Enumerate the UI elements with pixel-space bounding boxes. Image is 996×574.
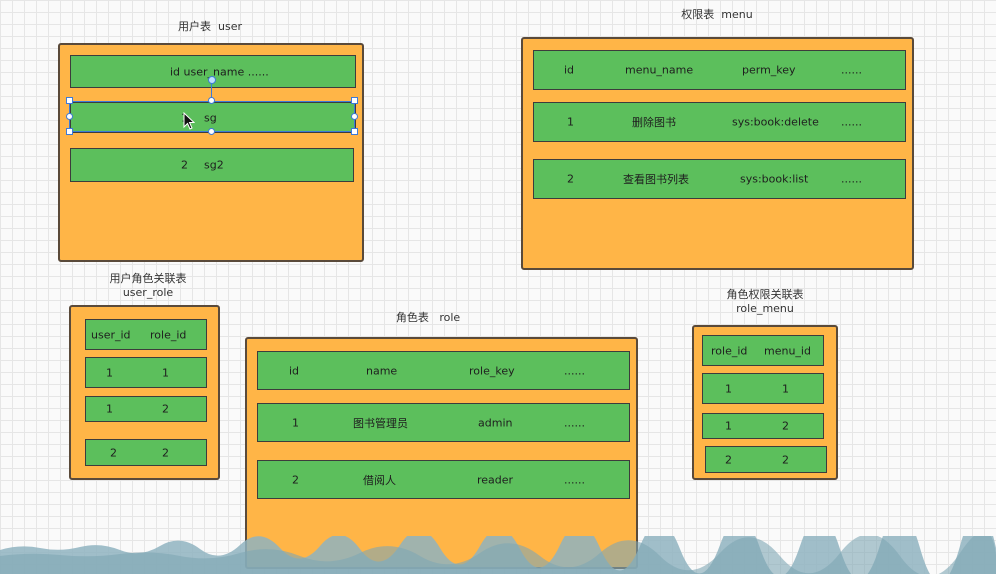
user-role-role-id-cell: 2	[162, 446, 169, 459]
menu-name-cell: 删除图书	[632, 116, 676, 129]
user-table-row-2[interactable]: 2 sg2	[70, 148, 354, 182]
user-role-table-box[interactable]: user_id role_id 1 1 1 2 2 2	[69, 305, 220, 480]
water-decoration	[0, 536, 996, 574]
user-role-user-id-cell: 2	[110, 446, 117, 459]
role-key-cell: admin	[478, 416, 513, 429]
role-id-cell: 1	[292, 416, 299, 429]
menu-table-row-2[interactable]: 2 查看图书列表 sys:book:list ......	[533, 159, 906, 199]
resize-handle-nw[interactable]	[66, 97, 73, 104]
user-role-role-id-cell: 1	[162, 366, 169, 379]
role-menu-col-role-id: role_id	[711, 344, 748, 357]
user-role-col-user-id: user_id	[91, 328, 131, 341]
role-col-name: name	[366, 364, 398, 377]
role-table-title: 角色表 role	[395, 311, 461, 324]
role-menu-row-1[interactable]: 1 1	[702, 373, 824, 404]
role-menu-role-id-cell: 1	[725, 382, 732, 395]
menu-table-box[interactable]: id menu_name perm_key ...... 1 删除图书 sys:…	[521, 37, 914, 270]
user-id-cell: 2	[181, 158, 188, 172]
user-role-header-row[interactable]: user_id role_id	[85, 319, 207, 350]
menu-col-perm: perm_key	[742, 63, 796, 77]
menu-col-more: ......	[841, 63, 862, 77]
role-col-id: id	[289, 364, 300, 377]
role-menu-role-id-cell: 1	[725, 419, 732, 433]
role-menu-col-menu-id: menu_id	[764, 344, 811, 357]
menu-perm-cell: sys:book:delete	[732, 115, 819, 129]
resize-handle-sw[interactable]	[66, 128, 73, 135]
menu-more-cell: ......	[841, 115, 862, 129]
role-menu-row-2[interactable]: 1 2	[702, 413, 824, 439]
menu-perm-cell: sys:book:list	[740, 172, 809, 186]
role-menu-table-title: 角色权限关联表 role_menu	[726, 288, 804, 315]
role-menu-table-box[interactable]: role_id menu_id 1 1 1 2 2 2	[692, 325, 838, 480]
role-table-header-row[interactable]: id name role_key ......	[257, 351, 630, 390]
user-name-cell: sg2	[204, 158, 224, 172]
resize-handle-w[interactable]	[66, 113, 73, 120]
menu-table-title: 权限表 menu	[681, 8, 753, 21]
role-menu-menu-id-cell: 1	[782, 382, 789, 395]
role-menu-header-row[interactable]: role_id menu_id	[702, 335, 824, 366]
role-menu-row-3[interactable]: 2 2	[705, 446, 827, 473]
user-role-row-2[interactable]: 1 2	[85, 396, 207, 422]
role-col-more: ......	[564, 364, 585, 377]
menu-id-cell: 2	[567, 172, 574, 186]
role-menu-menu-id-cell: 2	[782, 419, 789, 433]
user-role-col-role-id: role_id	[150, 328, 187, 341]
role-menu-role-id-cell: 2	[725, 453, 732, 466]
resize-handle-n[interactable]	[208, 97, 215, 104]
role-table-box[interactable]: id name role_key ...... 1 图书管理员 admin ..…	[245, 337, 638, 569]
user-header-text: id user_name ......	[170, 65, 269, 78]
role-more-cell: ......	[564, 416, 585, 429]
menu-name-cell: 查看图书列表	[623, 173, 689, 186]
role-name-cell: 图书管理员	[353, 416, 408, 430]
role-table-row-2[interactable]: 2 借阅人 reader ......	[257, 460, 630, 499]
rotation-connector	[211, 82, 212, 100]
menu-more-cell: ......	[841, 172, 862, 186]
menu-col-id: id	[564, 63, 575, 77]
rotate-handle[interactable]	[208, 76, 216, 84]
user-role-row-3[interactable]: 2 2	[85, 439, 207, 466]
user-role-user-id-cell: 1	[106, 366, 113, 379]
user-table-title: 用户表 user	[178, 20, 242, 33]
role-key-cell: reader	[477, 473, 514, 486]
menu-col-name: menu_name	[625, 63, 694, 77]
user-role-row-1[interactable]: 1 1	[85, 357, 207, 388]
menu-id-cell: 1	[567, 115, 574, 129]
role-table-row-1[interactable]: 1 图书管理员 admin ......	[257, 403, 630, 442]
resize-handle-se[interactable]	[351, 128, 358, 135]
resize-handle-s[interactable]	[208, 128, 215, 135]
user-role-role-id-cell: 2	[162, 402, 169, 416]
mouse-cursor-icon	[183, 112, 195, 130]
role-menu-menu-id-cell: 2	[782, 453, 789, 466]
menu-table-header-row[interactable]: id menu_name perm_key ......	[533, 50, 906, 90]
role-more-cell: ......	[564, 473, 585, 486]
user-role-user-id-cell: 1	[106, 402, 113, 416]
role-col-key: role_key	[469, 364, 515, 377]
user-role-table-title: 用户角色关联表 user_role	[109, 272, 187, 299]
role-name-cell: 借阅人	[363, 473, 396, 487]
menu-table-row-1[interactable]: 1 删除图书 sys:book:delete ......	[533, 102, 906, 142]
user-name-cell: sg	[204, 111, 217, 124]
resize-handle-ne[interactable]	[351, 97, 358, 104]
resize-handle-e[interactable]	[351, 113, 358, 120]
role-id-cell: 2	[292, 473, 299, 486]
